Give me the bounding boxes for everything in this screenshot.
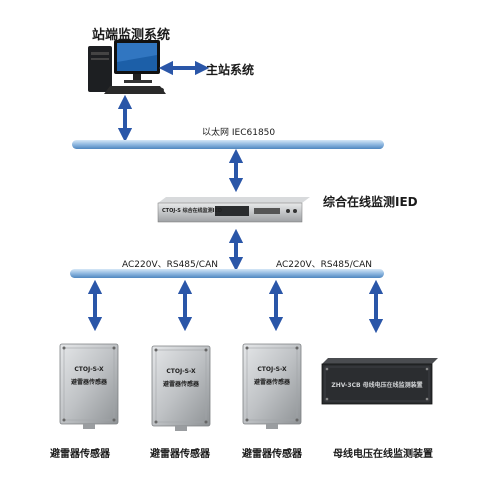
sensor-3-code: CTOJ-S-X	[257, 366, 287, 373]
ied-device-icon	[157, 197, 310, 223]
ied-panel-text: CTOJ-S 综合在线监测IED	[162, 208, 223, 214]
workstation-icon	[88, 40, 166, 94]
field-bus-label-left: AC220V、RS485/CAN	[122, 260, 218, 270]
ied-label: 综合在线监测IED	[323, 195, 418, 209]
sensor-1-name: 避雷器传感器	[70, 379, 107, 386]
device-label-1: 避雷器传感器	[50, 449, 110, 460]
field-bus	[70, 269, 384, 278]
arrester-sensor-box-2	[151, 345, 211, 431]
device-label-2: 避雷器传感器	[150, 449, 210, 460]
sensor-3-name: 避雷器传感器	[253, 379, 290, 386]
bus-monitor-panel-text: ZHV-3CB 母线电压在线监测装置	[331, 382, 423, 389]
bus-voltage-monitor-icon	[321, 358, 438, 405]
ethernet-label: 以太网 IEC61850	[202, 128, 276, 138]
arrester-sensor-box-3	[242, 343, 302, 429]
device-label-3: 避雷器传感器	[242, 449, 302, 460]
field-bus-label-right: AC220V、RS485/CAN	[276, 260, 372, 270]
master-station-label: 主站系统	[206, 63, 255, 77]
ethernet-bus	[72, 140, 384, 149]
sensor-1-code: CTOJ-S-X	[74, 366, 104, 373]
sensor-2-name: 避雷器传感器	[162, 381, 199, 388]
diagram-title: 站端监测系统	[92, 28, 171, 43]
device-label-4: 母线电压在线监测装置	[333, 449, 433, 460]
sensor-2-code: CTOJ-S-X	[166, 368, 196, 375]
arrester-sensor-box-1	[59, 343, 119, 429]
